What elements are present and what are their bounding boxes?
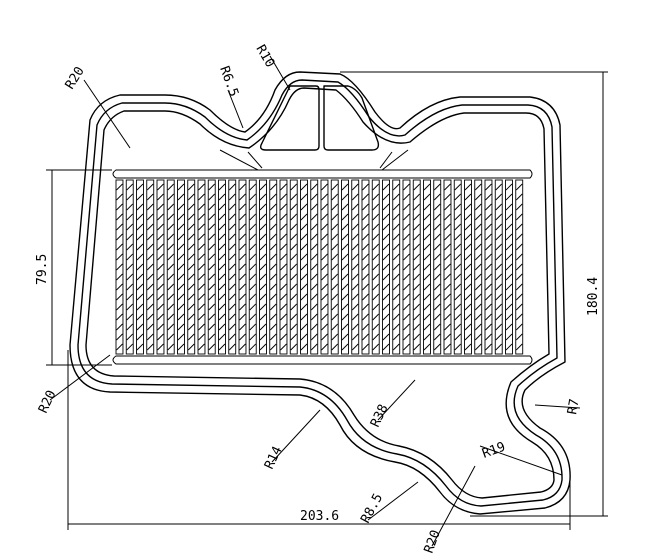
top-window-right xyxy=(323,85,380,151)
core-fin xyxy=(474,179,483,355)
core-fin xyxy=(382,179,390,355)
core-fin xyxy=(341,179,349,355)
radius-r7-label: R7 xyxy=(565,398,582,416)
radius-r20-bottom-label: R20 xyxy=(422,528,444,555)
radius-leaders xyxy=(49,55,581,547)
core-fin xyxy=(207,179,216,355)
core-fin xyxy=(136,179,144,355)
core-fin xyxy=(187,179,196,355)
core-fin xyxy=(505,179,513,355)
core-fin xyxy=(177,179,185,355)
core-fin xyxy=(371,179,380,355)
core-fin xyxy=(259,179,267,355)
core-left-strut xyxy=(219,149,259,171)
core-fin xyxy=(453,179,462,355)
radius-r6-5-label: R6.5 xyxy=(216,64,241,99)
core-fin xyxy=(515,179,524,355)
radius-r8-5-label: R8.5 xyxy=(358,491,386,526)
core-fin xyxy=(197,179,206,355)
core-fin xyxy=(351,179,360,355)
radius-r20-top-left-label: R20 xyxy=(63,64,88,92)
core-fin xyxy=(156,179,165,355)
core-fin xyxy=(484,179,493,355)
core xyxy=(112,149,533,365)
core-fins xyxy=(115,179,524,355)
core-fin xyxy=(248,179,257,355)
core-fin xyxy=(269,179,278,355)
core-fin xyxy=(392,179,401,355)
core-fin xyxy=(238,179,247,355)
dim-core-height-label: 79.5 xyxy=(35,254,50,285)
dimension-lines xyxy=(46,71,608,530)
core-fin xyxy=(433,179,442,355)
core-fin xyxy=(423,179,431,355)
core-fin xyxy=(402,179,411,355)
radius-r19-label: R19 xyxy=(480,440,507,462)
core-right-strut xyxy=(381,149,409,171)
dim-overall-height-label: 180.4 xyxy=(586,277,601,316)
core-fin xyxy=(412,179,421,355)
radius-r20-left-label: R20 xyxy=(36,388,60,416)
top-window-left xyxy=(259,85,320,151)
gasket-inner-line xyxy=(85,87,555,499)
core-fin xyxy=(166,179,175,355)
core-left-strut-inner xyxy=(247,151,263,169)
gasket-middle-line xyxy=(77,79,563,507)
core-fin xyxy=(300,179,308,355)
core-fin xyxy=(494,179,503,355)
core-fin xyxy=(443,179,452,355)
radius-r14-label: R14 xyxy=(262,444,286,472)
core-fin xyxy=(320,179,329,355)
core-fin xyxy=(361,179,370,355)
core-fin xyxy=(228,179,237,355)
core-bottom-bar xyxy=(112,355,533,365)
radius-r10-label: R10 xyxy=(253,43,278,71)
core-fin xyxy=(146,179,155,355)
dim-overall-width-label: 203.6 xyxy=(300,509,339,524)
radius-r38-label: R38 xyxy=(368,402,392,430)
gasket-outer-line xyxy=(69,71,571,515)
core-top-bar xyxy=(112,169,533,179)
core-fin xyxy=(310,179,319,355)
core-fin xyxy=(289,179,298,355)
core-fin xyxy=(125,179,134,355)
core-fin xyxy=(115,179,124,355)
core-fin xyxy=(464,179,472,355)
core-fin xyxy=(279,179,288,355)
gasket-outline xyxy=(69,71,571,515)
core-fin xyxy=(330,179,339,355)
core-fin xyxy=(218,179,226,355)
top-windows xyxy=(259,85,380,151)
core-right-strut-inner xyxy=(379,151,393,169)
